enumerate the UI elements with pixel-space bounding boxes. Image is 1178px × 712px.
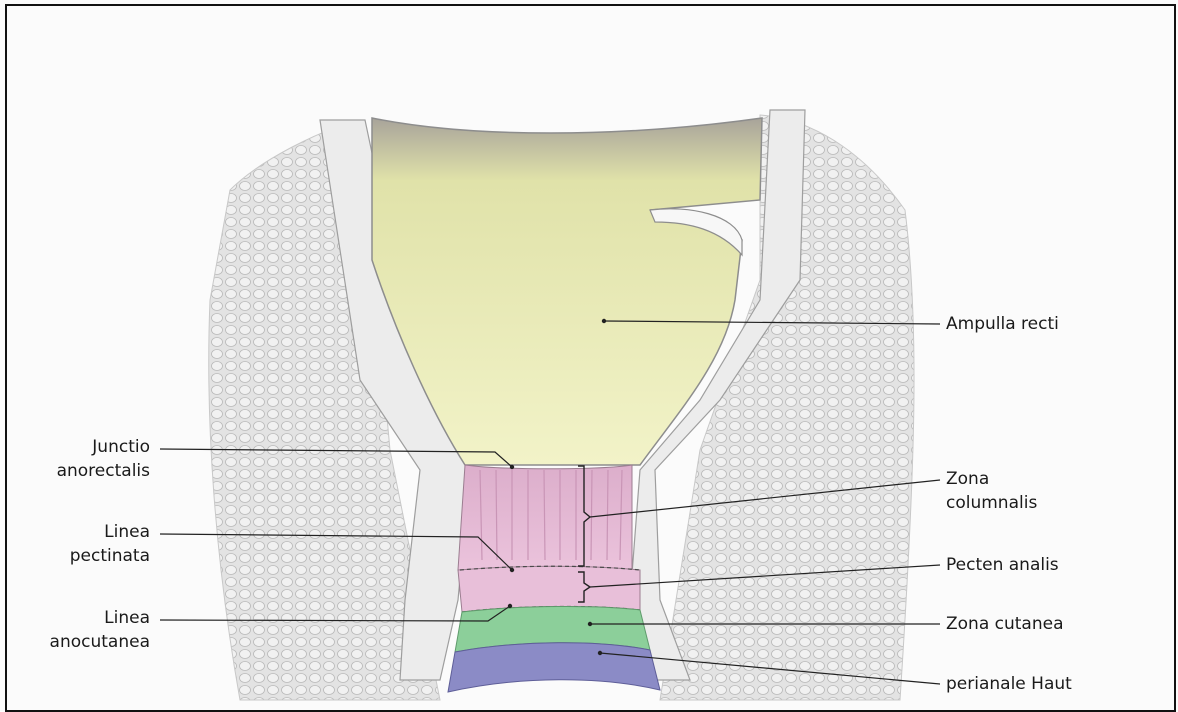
label-linea-anocutanea: Linea anocutanea (40, 606, 150, 654)
label-zona-columnalis: Zona columnalis (946, 467, 1037, 515)
label-perianale-haut: perianale Haut (946, 672, 1072, 696)
label-ampulla-recti: Ampulla recti (946, 312, 1059, 336)
pecten-analis-region (458, 566, 640, 612)
label-linea-pectinata: Linea pectinata (40, 520, 150, 568)
label-pecten-analis: Pecten analis (946, 553, 1059, 577)
label-zona-cutanea: Zona cutanea (946, 612, 1064, 636)
label-junctio-anorectalis: Junctio anorectalis (40, 435, 150, 483)
perianale-haut-region (448, 643, 660, 692)
